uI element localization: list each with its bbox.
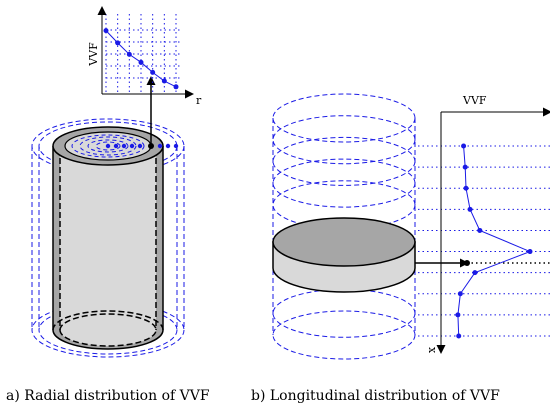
radial-profile-point	[126, 51, 132, 57]
radial-profile-point	[115, 40, 121, 46]
longitudinal-profile-point	[456, 333, 462, 339]
longitudinal-slice-ellipse	[272, 93, 416, 143]
radial-sample-dots	[105, 143, 179, 149]
longitudinal-vvf-label: VVF	[462, 94, 487, 107]
radial-sample-dot	[121, 143, 127, 149]
tube-body	[52, 126, 164, 350]
radial-sample-dot	[165, 143, 171, 149]
longitudinal-slice-ellipse	[272, 158, 416, 208]
longitudinal-slice-ellipse	[272, 180, 416, 230]
radial-profile-point	[103, 28, 109, 34]
longitudinal-slice-ellipse	[272, 288, 416, 338]
longitudinal-profile-point	[477, 227, 483, 233]
longitudinal-profile-point	[455, 312, 461, 318]
longitudinal-profile-point	[457, 291, 463, 297]
longitudinal-x-label: x	[425, 346, 438, 353]
radial-sample-dot	[105, 143, 111, 149]
longitudinal-slice-ellipse	[272, 310, 416, 360]
radial-chart-grid	[105, 14, 180, 94]
longitudinal-profile-point	[461, 143, 467, 149]
probed-slice-point	[464, 260, 470, 266]
longitudinal-profile-point	[472, 270, 478, 276]
longitudinal-slice-ellipse	[272, 136, 416, 186]
radial-sample-dot	[137, 143, 143, 149]
caption-radial: a) Radial distribution of VVF	[6, 388, 210, 404]
disk-slice	[272, 217, 416, 293]
panel-b-longitudinal: VVF x	[272, 93, 550, 360]
panel-a-radial: VVF r	[31, 6, 202, 358]
longitudinal-chart-grid	[418, 145, 550, 337]
radial-sample-dot	[173, 143, 179, 149]
longitudinal-profile-point	[462, 164, 468, 170]
radial-profile-point	[138, 59, 144, 65]
radial-sample-dot	[157, 143, 163, 149]
longitudinal-profile-point	[527, 249, 533, 255]
radial-profile-point	[173, 84, 179, 90]
radial-profile-point	[161, 78, 167, 84]
radial-sample-dot	[129, 143, 135, 149]
longitudinal-profile-markers	[455, 143, 533, 339]
radial-sample-dot	[113, 143, 119, 149]
radial-chart-axes	[97, 6, 194, 99]
longitudinal-profile-point	[463, 185, 469, 191]
radial-chart-x-label: r	[196, 94, 202, 107]
caption-longitudinal: b) Longitudinal distribution of VVF	[251, 388, 500, 404]
radial-profile-point	[150, 69, 156, 75]
longitudinal-profile-point	[467, 206, 473, 212]
longitudinal-slice-ellipse	[272, 115, 416, 165]
radial-sample-dot	[148, 143, 154, 149]
radial-shell-rings	[71, 134, 145, 158]
radial-profile-markers	[103, 28, 179, 90]
radial-chart-y-label: VVF	[87, 42, 100, 67]
longitudinal-profile-line	[457, 145, 532, 337]
